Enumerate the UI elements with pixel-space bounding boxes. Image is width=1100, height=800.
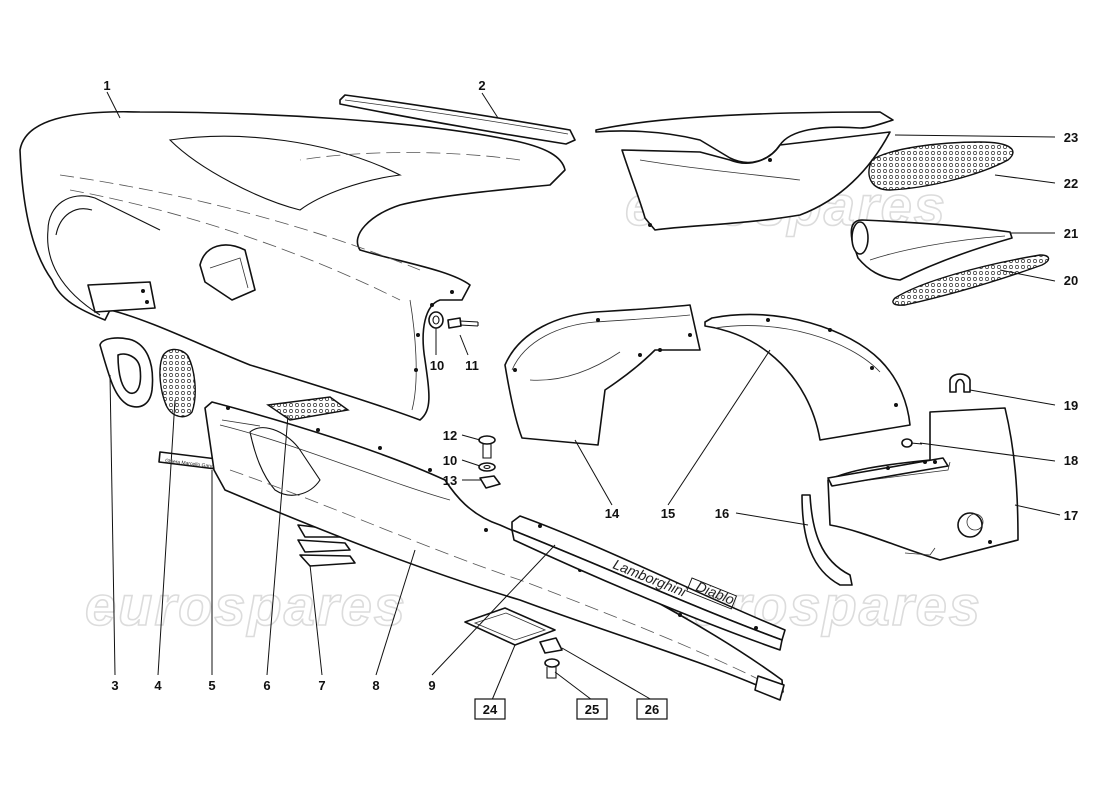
callout-1: 1: [103, 78, 110, 93]
callout-15: 15: [661, 506, 675, 521]
part-26-clip: [539, 637, 563, 654]
part-22-mesh-grille: [868, 141, 1014, 191]
callout-12: 12: [443, 428, 457, 443]
part-10-washer-upper: [428, 311, 444, 329]
callout-14: 14: [605, 506, 620, 521]
part-10-washer-lower: [478, 462, 496, 472]
part-21-air-duct: [850, 219, 1013, 281]
callout-16: 16: [715, 506, 729, 521]
part-15-rear-arch-liner: [704, 313, 911, 441]
part-6-sill-grille: [266, 396, 350, 421]
callout-11: 11: [465, 358, 479, 373]
callout-2: 2: [478, 78, 485, 93]
boxed-callouts: 24 25 26: [474, 698, 668, 720]
part-23-engine-cover-frame: [595, 111, 894, 231]
leader-lines: [106, 91, 1061, 701]
callout-4: 4: [154, 678, 162, 693]
callout-18: 18: [1064, 453, 1078, 468]
callout-10-upper: 10: [430, 358, 444, 373]
callout-7: 7: [318, 678, 325, 693]
part-1-front-fender: [19, 110, 566, 421]
callout-13: 13: [443, 473, 457, 488]
part-16-seal-strip: [801, 494, 853, 586]
callout-8: 8: [372, 678, 379, 693]
part-20-duct-mesh: [892, 254, 1050, 306]
callout-24: 24: [483, 702, 498, 717]
callout-25-box: [576, 698, 608, 720]
callout-3: 3: [111, 678, 118, 693]
part-7-louvres: [297, 524, 356, 567]
part-3-intake-bezel: [99, 337, 154, 408]
callout-22: 22: [1064, 176, 1078, 191]
callout-10-lower: 10: [443, 453, 457, 468]
watermark-3: eurospares: [85, 574, 407, 637]
callout-6: 6: [263, 678, 270, 693]
part-25-screw: [544, 658, 560, 679]
part-24-access-plate: [464, 607, 556, 646]
callout-26-box: [636, 698, 668, 720]
callout-21: 21: [1064, 226, 1078, 241]
callout-24-box: [474, 698, 506, 720]
part-13-nut: [479, 475, 501, 489]
part-14-front-arch-liner: [504, 304, 701, 446]
callout-9: 9: [428, 678, 435, 693]
part-17-engine-panel: [827, 407, 1019, 561]
part-9-sill-trim: Lamborghini Diablo: [511, 515, 786, 651]
callout-17: 17: [1064, 508, 1078, 523]
callout-19: 19: [1064, 398, 1078, 413]
part-12-bolt: [478, 435, 496, 459]
part-2-rail-strip: [339, 94, 576, 145]
part-8-side-sill: [204, 401, 785, 701]
callout-20: 20: [1064, 273, 1078, 288]
part-11-bolt: [447, 317, 479, 329]
callout-26: 26: [645, 702, 659, 717]
callout-labels: 1 2 3 4 5 6 7 8 9 10 11 12 10 13 14 15 1…: [103, 78, 1078, 693]
callout-23: 23: [1064, 130, 1078, 145]
part-19-u-clip: [949, 373, 971, 393]
callout-25: 25: [585, 702, 599, 717]
callout-5: 5: [208, 678, 215, 693]
part-4-intake-mesh: [159, 348, 196, 418]
part-18-screw: [901, 438, 923, 448]
